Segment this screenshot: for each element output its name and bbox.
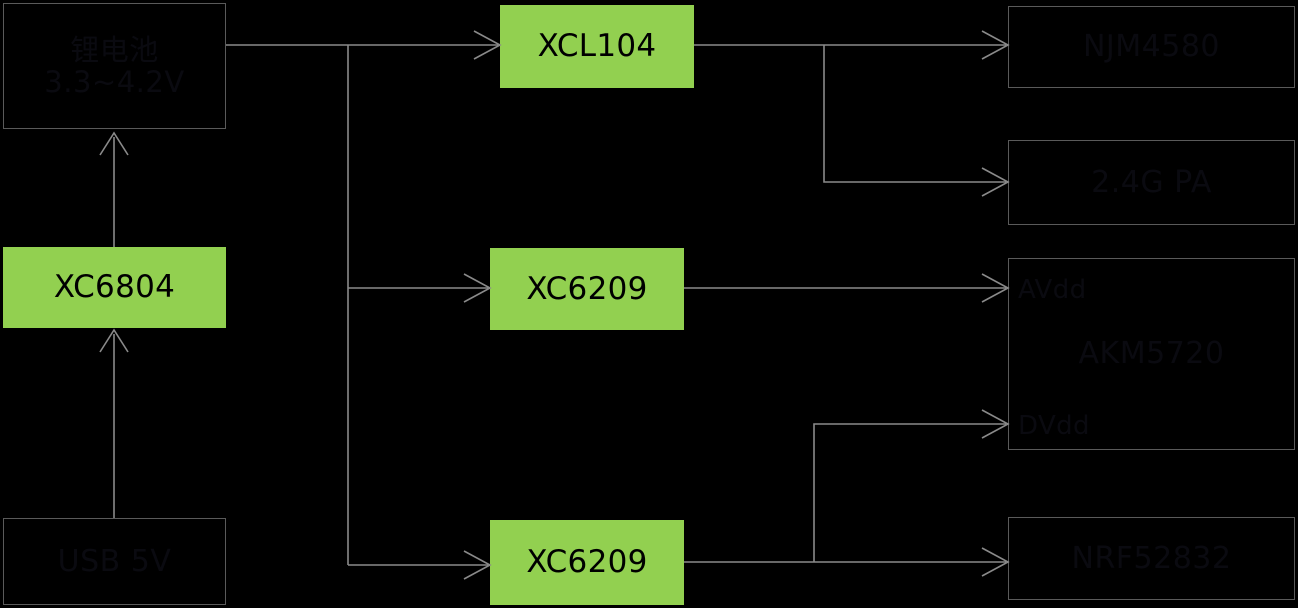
node-akm5720[interactable]: AKM5720: [1008, 258, 1295, 450]
wire-usb-to-xc6804: [99, 328, 129, 518]
wire-bus-to-xc6209-mid: [348, 273, 492, 303]
node-2-4g-pa[interactable]: 2.4G PA: [1008, 140, 1295, 225]
node-nrf52832[interactable]: NRF52832: [1008, 517, 1295, 600]
wire-xcl104-to-njm4580: [694, 30, 1010, 60]
wire-xc6804-to-battery: [99, 131, 129, 247]
wire-xc6209-bottom-to-nrf52832: [684, 547, 1010, 577]
wire-xcl104-to-2-4g-pa: [823, 45, 1010, 197]
node-xc6804-label: XC6804: [53, 269, 176, 306]
node-njm4580-label: NJM4580: [1082, 29, 1221, 65]
wire-xc6209-bottom-to-dvdd: [813, 409, 1010, 562]
node-xc6209-mid[interactable]: XC6209: [490, 248, 684, 330]
pin-label-dvdd-text: DVdd: [1018, 411, 1090, 441]
wire-bus-to-xc6209-bottom: [348, 550, 492, 580]
wire-xc6209-mid-to-avdd: [684, 273, 1010, 303]
node-usb-5v[interactable]: USB 5V: [3, 518, 226, 605]
node-xcl104[interactable]: XCL104: [500, 5, 694, 88]
node-xcl104-label: XCL104: [537, 28, 657, 65]
node-xc6209-bottom[interactable]: XC6209: [490, 520, 684, 605]
node-battery-label: 锂电池 3.3~4.2V: [44, 32, 185, 99]
pin-label-avdd-text: AVdd: [1018, 275, 1087, 305]
node-xc6209-bottom-label: XC6209: [526, 544, 648, 581]
node-njm4580[interactable]: NJM4580: [1008, 6, 1295, 88]
node-xc6209-mid-label: XC6209: [526, 270, 648, 307]
pin-label-dvdd: DVdd: [1018, 411, 1090, 441]
wire-bus-to-xcl104: [348, 30, 502, 60]
node-nrf52832-label: NRF52832: [1071, 540, 1232, 576]
pin-label-avdd: AVdd: [1018, 275, 1087, 305]
node-battery[interactable]: 锂电池 3.3~4.2V: [3, 3, 226, 129]
node-xc6804[interactable]: XC6804: [3, 247, 226, 328]
node-akm5720-label: AKM5720: [1078, 336, 1225, 372]
node-usb-5v-label: USB 5V: [57, 543, 172, 579]
node-2-4g-pa-label: 2.4G PA: [1091, 164, 1212, 200]
